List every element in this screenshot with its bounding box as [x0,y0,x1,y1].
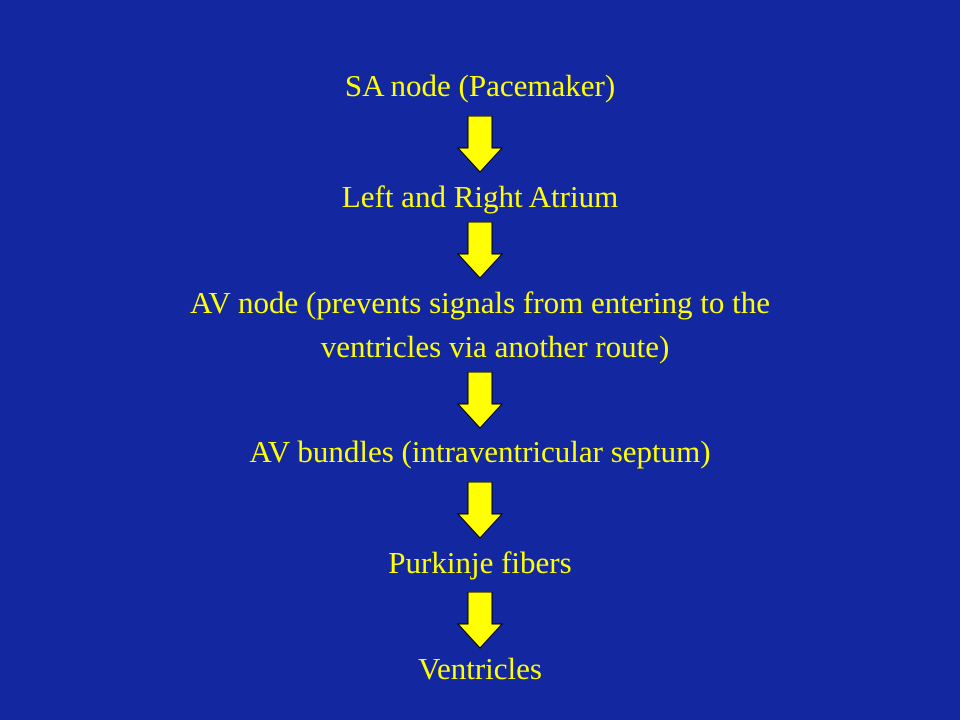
down-arrow-icon [456,482,504,539]
step-purkinje-fibers: Purkinje fibers [0,541,960,585]
step-av-node-text-line-2: ventricles via another route) [320,329,670,364]
step-sa-node-text: SA node (Pacemaker) [344,68,616,103]
step-ventricles: Ventricles [0,647,960,691]
down-arrow-icon [456,222,504,279]
step-ventricles-text: Ventricles [418,651,542,686]
step-atria: Left and Right Atrium [0,175,960,219]
step-sa-node: SA node (Pacemaker) [0,64,960,108]
step-atria-text: Left and Right Atrium [341,179,619,214]
down-arrow-icon [456,372,504,429]
step-av-node: AV node (prevents signals from entering … [0,281,960,369]
step-av-bundles-text: AV bundles (intraventricular septum) [249,434,711,469]
step-av-bundles: AV bundles (intraventricular septum) [0,430,960,474]
step-purkinje-fibers-text: Purkinje fibers [388,545,572,580]
down-arrow-icon [456,116,504,173]
down-arrow-icon [456,592,504,649]
step-av-node-text-line-1: AV node (prevents signals from entering … [190,285,770,320]
